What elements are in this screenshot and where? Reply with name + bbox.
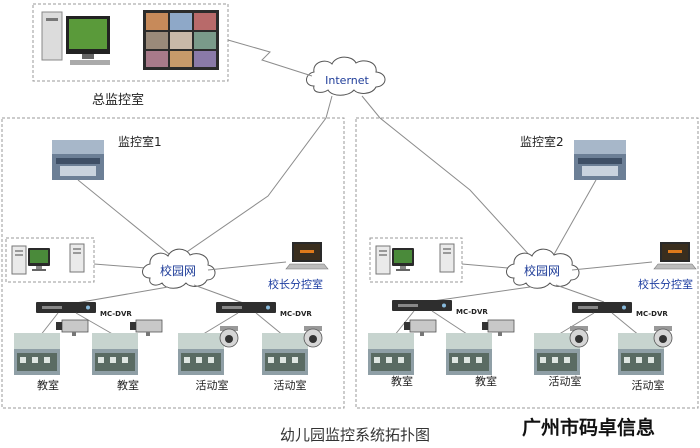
site1-cam3-link	[199, 312, 239, 337]
site2-cam3-link	[555, 312, 595, 337]
site1-dvr2-label: MC-DVR	[280, 310, 312, 318]
site2-dvr2-icon	[572, 302, 632, 313]
site1-box-camera1-icon	[55, 319, 89, 337]
site1-cam4-label: 活动室	[274, 378, 307, 392]
site2-dvr1-label: MC-DVR	[456, 308, 488, 316]
site1-cam2-link	[75, 312, 117, 337]
site1-dvr1-icon	[36, 302, 96, 313]
site1-monitor-room-photo	[52, 140, 104, 180]
site1-room-link	[77, 179, 175, 259]
site1-dvr1-link	[69, 286, 169, 305]
site1-dvr1-label: MC-DVR	[100, 310, 132, 318]
site1-dvr2-link	[193, 284, 247, 305]
hq-internet-link	[227, 39, 313, 77]
internet-site1-link	[177, 95, 333, 259]
internet-label: Internet	[325, 74, 369, 87]
site1-laptop-icon	[285, 241, 329, 270]
site2-classroom2-photo	[446, 333, 492, 375]
site2-classroom1-photo	[368, 333, 414, 375]
site2-cam2-label: 教室	[475, 374, 497, 388]
site2-principal-link	[571, 261, 653, 271]
company-watermark: 广州市码卓信息	[522, 416, 655, 439]
site2-dome-camera1-icon	[569, 325, 589, 348]
diagram-title: 幼儿园监控系统拓扑图	[280, 426, 430, 444]
site1-pc-icon	[11, 245, 27, 275]
internet-cloud-icon	[306, 56, 386, 96]
site1-cam2-label: 教室	[117, 378, 139, 392]
site2-principal-label: 校长分控室	[638, 277, 693, 291]
site1-activity1-photo	[178, 333, 224, 375]
hq-video-wall-icon	[143, 10, 219, 70]
site2-dvr2-label: MC-DVR	[636, 310, 668, 318]
site2-campus-net-label: 校园网	[524, 263, 560, 278]
site2-cam1-label: 教室	[391, 374, 413, 388]
site1-dome-camera1-icon	[219, 325, 239, 348]
site1-principal-link	[207, 261, 287, 271]
site1-classroom2-photo	[92, 333, 138, 375]
site2-pc-icon	[375, 245, 391, 275]
site1-principal-label: 校长分控室	[268, 277, 323, 291]
site2-cam2-link	[431, 310, 471, 337]
site2-cam4-label: 活动室	[632, 378, 665, 392]
hq-room-box	[32, 3, 229, 82]
site2-server-icon	[439, 243, 455, 273]
site2-pc-monitor-icon	[392, 248, 414, 271]
site2-dome-camera2-icon	[653, 325, 673, 348]
site1-dome-camera2-icon	[303, 325, 323, 348]
site2-cam3-label: 活动室	[549, 374, 582, 388]
site2-campus-cloud-icon	[506, 248, 580, 289]
site1-cam1-link	[39, 312, 59, 337]
site2-room-link	[551, 179, 597, 259]
site1-room-label: 监控室1	[118, 134, 162, 149]
site1-pc-box	[5, 237, 95, 283]
site2-dvr2-link	[555, 284, 605, 303]
hq-label: 总监控室	[92, 92, 144, 108]
site1-cam4-link	[255, 312, 285, 337]
site1-pc-monitor-icon	[28, 248, 50, 271]
internet-site2-link	[361, 95, 533, 259]
site2-dvr1-link	[425, 286, 531, 303]
hq-monitor-icon	[41, 11, 110, 65]
site1-dvr2-icon	[216, 302, 276, 313]
site2-pc-link	[461, 263, 509, 269]
site2-pc-box	[369, 237, 463, 283]
site1-pc-link	[93, 263, 147, 269]
site1-cam1-label: 教室	[37, 378, 59, 392]
site2-dvr1-icon	[392, 300, 452, 311]
site1-server-icon	[69, 243, 85, 273]
site2-room-label: 监控室2	[520, 134, 564, 149]
site1-activity2-photo	[262, 333, 308, 375]
site1-box	[1, 117, 345, 409]
site1-cam3-label: 活动室	[196, 378, 229, 392]
site2-laptop-icon	[653, 241, 697, 270]
site2-monitor-room-photo	[574, 140, 626, 180]
site1-classroom1-photo	[14, 333, 60, 375]
site1-campus-net-label: 校园网	[160, 263, 196, 278]
site2-box	[355, 117, 699, 409]
site2-cam4-link	[611, 312, 641, 337]
